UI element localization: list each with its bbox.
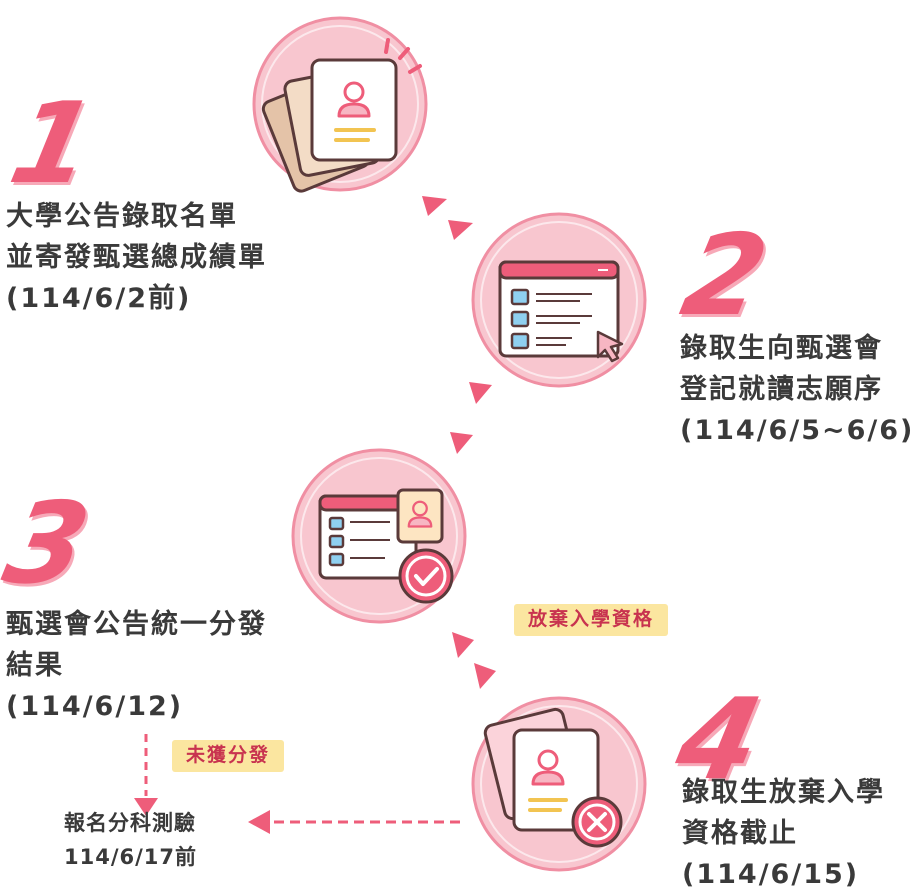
arrow-3b <box>474 663 496 689</box>
step-4-line-2: 資格截止 <box>682 818 798 849</box>
arrow-2b <box>450 432 473 454</box>
arrow-2a <box>469 382 492 404</box>
step-2-text: 錄取生向甄選會 登記就讀志願序 (114/6/5~6/6) <box>680 328 913 451</box>
dashed-left-arrow <box>248 810 460 834</box>
step-1-line-3: (114/6/2前) <box>6 283 192 314</box>
id-card-cancel-icon <box>483 707 623 848</box>
exam-registration-text: 報名分科測驗 114/6/17前 <box>64 806 197 874</box>
arrow-1b <box>448 220 473 240</box>
flow-arrows <box>422 196 496 689</box>
step-1-line-2: 並寄發甄選總成績單 <box>6 242 267 273</box>
step-3-text: 甄選會公告統一分發 結果 (114/6/12) <box>6 604 267 727</box>
exam-line-2: 114/6/17前 <box>64 845 198 869</box>
step-2-line-2: 登記就讀志願序 <box>680 374 883 405</box>
step-4-line-3: (114/6/15) <box>682 859 860 890</box>
arrow-1a <box>422 196 447 216</box>
exam-line-1: 報名分科測驗 <box>64 811 196 835</box>
result-check-icon <box>318 488 454 604</box>
arrow-3a <box>452 632 474 658</box>
step-1-line-1: 大學公告錄取名單 <box>6 201 238 232</box>
step-3-line-3: (114/6/12) <box>6 691 184 722</box>
step-2-line-1: 錄取生向甄選會 <box>680 333 883 364</box>
step-4-line-1: 錄取生放棄入學 <box>682 777 885 808</box>
step-2-line-3: (114/6/5~6/6) <box>680 415 913 446</box>
id-cards-icon <box>261 38 422 193</box>
dashed-down-arrow <box>134 734 158 816</box>
give-up-tag: 放棄入學資格 <box>514 604 669 636</box>
step-1-text: 大學公告錄取名單 並寄發甄選總成績單 (114/6/2前) <box>6 196 267 319</box>
step-3-line-1: 甄選會公告統一分發 <box>6 609 267 640</box>
not-assigned-tag: 未獲分發 <box>172 740 285 772</box>
browser-form-icon <box>498 260 624 363</box>
step-4-text: 錄取生放棄入學 資格截止 (114/6/15) <box>682 772 885 895</box>
step-3-line-2: 結果 <box>6 650 64 681</box>
